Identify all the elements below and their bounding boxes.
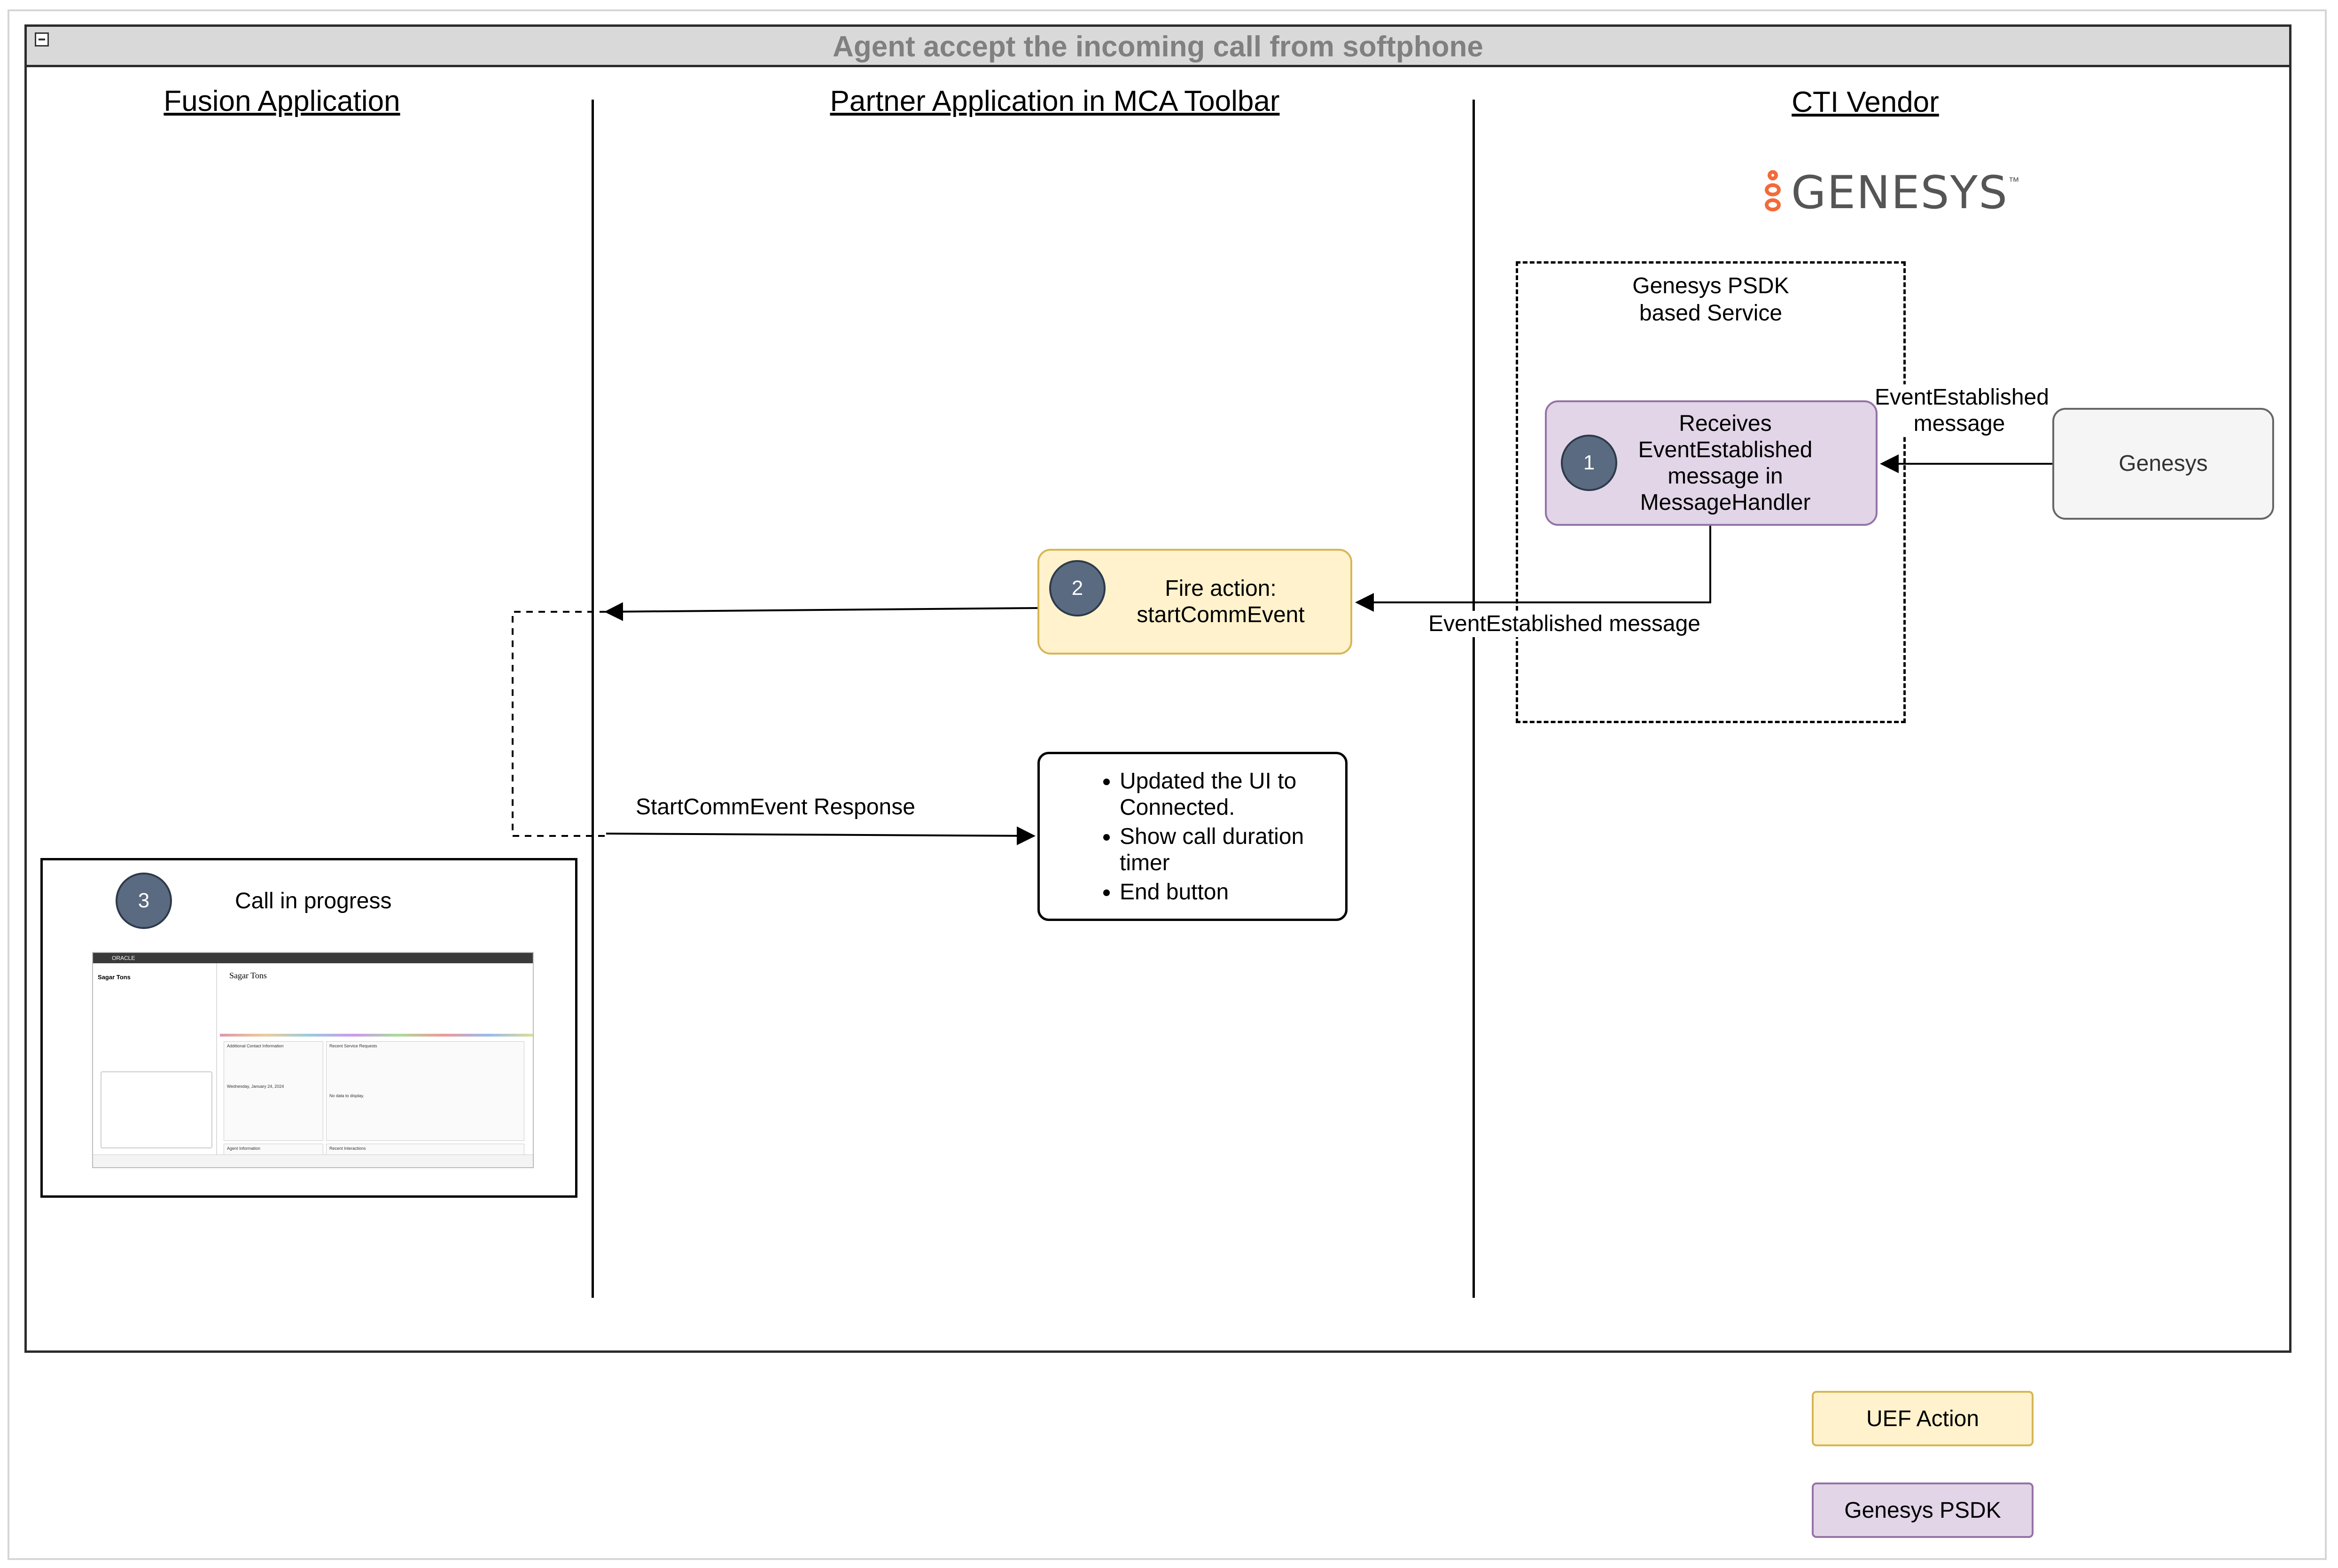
- edge-label-handler-to-fire: EventEstablished message: [1428, 611, 1700, 637]
- edge-label-response: StartCommEvent Response: [636, 794, 915, 820]
- psdk-service-group: [1516, 261, 1906, 723]
- genesys-node[interactable]: Genesys: [2052, 408, 2274, 520]
- lane-title-partner: Partner Application in MCA Toolbar: [830, 85, 1280, 117]
- thumb-headline: Sagar Tons: [229, 971, 267, 980]
- edge-handler-to-fire: [1355, 526, 1711, 612]
- thumb-section-label: Agent Information: [227, 1146, 261, 1151]
- genesys-logo: GENESYS ™: [1762, 166, 2020, 219]
- edge-label-genesys-to-handler: EventEstablished message: [1875, 384, 2049, 437]
- thumb-section-label: Recent Service Requests: [329, 1044, 377, 1048]
- container-header: [27, 27, 2289, 67]
- thumb-bottombar: [93, 1155, 533, 1167]
- psdk-service-title: Genesys PSDK based Service: [1632, 273, 1789, 326]
- lane-title-cti: CTI Vendor: [1792, 86, 1939, 118]
- thumb-section-label: Recent Interactions: [329, 1146, 366, 1151]
- thumb-brand: ORACLE: [112, 955, 135, 961]
- step-badge-2: 2: [1049, 560, 1106, 616]
- container-title: Agent accept the incoming call from soft…: [833, 31, 1483, 63]
- thumb-stripe: [220, 1034, 533, 1037]
- thumb-topbar: ORACLE: [93, 953, 533, 963]
- step-badge-3: 3: [116, 873, 172, 929]
- thumb-left-panel: Sagar Tons: [93, 963, 217, 1167]
- thumb-notes-area: [101, 1071, 212, 1148]
- receives-event-text: Receives EventEstablished message in Mes…: [1638, 411, 1813, 515]
- thumb-panel-requests: Recent Service Requests No data to displ…: [326, 1041, 524, 1141]
- lane-divider-2: [1473, 100, 1475, 1298]
- thumb-empty-text: No data to display.: [329, 1093, 364, 1098]
- ui-update-list: Updated the UI to Connected. Show call d…: [1049, 768, 1336, 905]
- thumb-contact-date: Wednesday, January 24, 2024: [227, 1084, 284, 1089]
- step-badge-1: 1: [1561, 435, 1617, 491]
- ui-update-item: End button: [1120, 879, 1336, 905]
- genesys-logo-tm: ™: [2008, 175, 2020, 188]
- genesys-logo-icon: [1762, 169, 1785, 216]
- collapse-button[interactable]: [35, 32, 49, 47]
- container-frame: [24, 24, 2291, 1353]
- genesys-node-label: Genesys: [2119, 451, 2208, 476]
- page-border: [8, 9, 2327, 1560]
- legend-genesys-psdk: Genesys PSDK: [1812, 1482, 2034, 1538]
- genesys-logo-text: GENESYS: [1791, 166, 2009, 219]
- ui-update-item: Show call duration timer: [1120, 824, 1336, 876]
- thumb-main: Sagar Tons Additional Contact Informatio…: [220, 963, 533, 1167]
- legend-label: Genesys PSDK: [1844, 1498, 2001, 1523]
- edge-dashed-loop: [512, 611, 606, 837]
- lane-divider-1: [592, 100, 594, 1298]
- fire-action-text: Fire action: startCommEvent: [1137, 576, 1305, 627]
- call-in-progress-label: Call in progress: [235, 889, 392, 913]
- edge-response: [606, 826, 1036, 845]
- fusion-screenshot-thumbnail: ORACLE Sagar Tons Sagar Tons Additional …: [92, 952, 534, 1168]
- thumb-panel-contact: Additional Contact Information Wednesday…: [224, 1041, 323, 1141]
- thumb-section-label: Additional Contact Information: [227, 1044, 284, 1048]
- thumb-contact-name: Sagar Tons: [98, 974, 131, 981]
- edge-fire-to-fusion: [604, 602, 1038, 621]
- lane-title-fusion: Fusion Application: [164, 85, 400, 117]
- ui-update-item: Updated the UI to Connected.: [1120, 768, 1336, 821]
- legend-uef-action: UEF Action: [1812, 1391, 2034, 1446]
- legend-label: UEF Action: [1866, 1406, 1980, 1431]
- ui-update-node[interactable]: Updated the UI to Connected. Show call d…: [1037, 752, 1348, 921]
